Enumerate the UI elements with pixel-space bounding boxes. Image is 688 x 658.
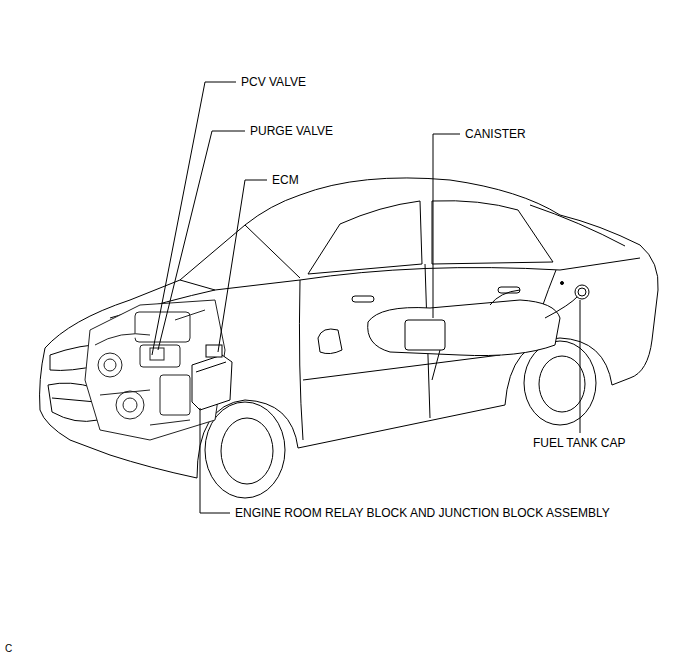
rear-window — [432, 201, 553, 264]
part-label: FUEL TANK CAP — [533, 436, 625, 450]
part-label: PCV VALVE — [241, 75, 306, 89]
rear-wheel — [524, 341, 596, 425]
fuel-tank — [368, 300, 560, 356]
front-wheel-rim — [221, 418, 273, 484]
fuel-lines — [432, 290, 578, 380]
fuel-cap — [578, 288, 586, 296]
relay-block — [192, 355, 232, 410]
canister — [405, 320, 445, 350]
car-body — [40, 178, 659, 478]
front-window — [308, 201, 422, 274]
part-label: PURGE VALVE — [250, 124, 333, 138]
rear-wheel-rim — [539, 356, 585, 412]
part-label: ENGINE ROOM RELAY BLOCK AND JUNCTION BLO… — [235, 506, 610, 520]
filler-point — [561, 282, 564, 285]
part-label: ECM — [272, 173, 299, 187]
ecm-unit — [206, 345, 222, 357]
leader-lines — [152, 82, 580, 513]
fuel-cap — [575, 285, 589, 299]
figure-code: C — [5, 642, 12, 656]
door-mirror — [318, 329, 342, 354]
front-wheel — [205, 402, 285, 498]
rear-glass — [530, 205, 625, 246]
part-label: CANISTER — [465, 127, 526, 141]
door-handle — [352, 296, 374, 302]
